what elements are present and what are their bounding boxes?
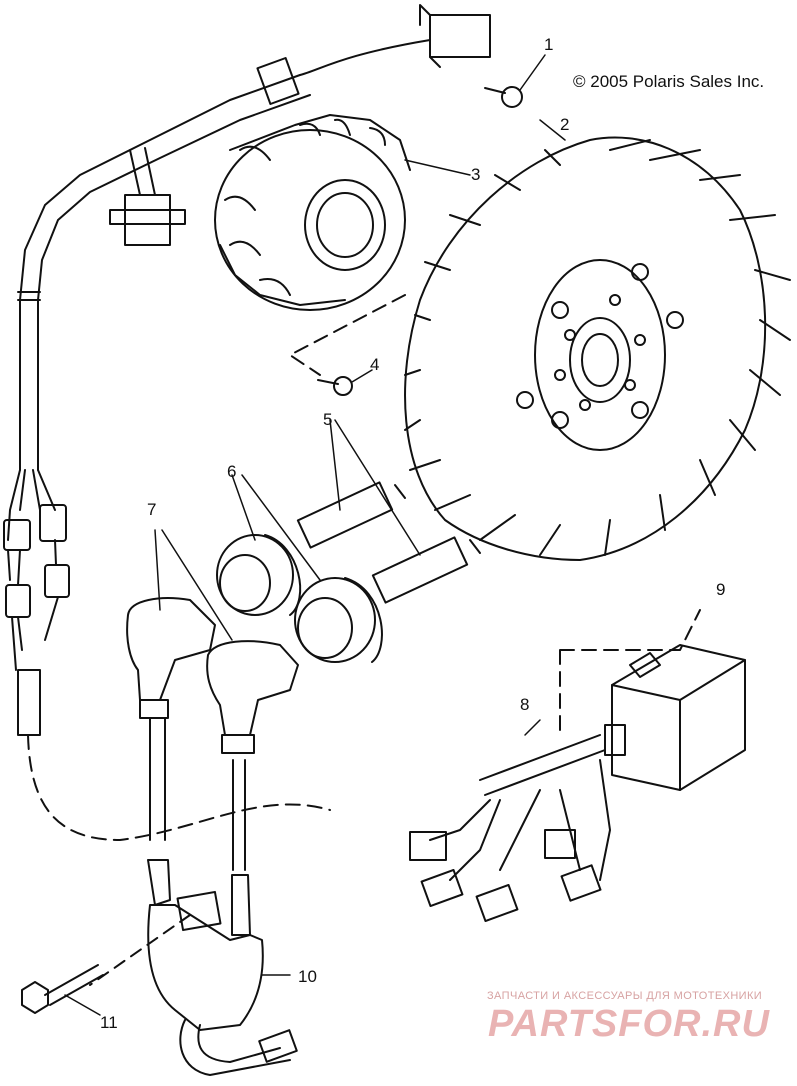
callout-1: 1: [544, 35, 554, 54]
callout-6: 6: [227, 462, 237, 481]
callout-7: 7: [147, 500, 157, 519]
part-7-plug-caps: [126, 529, 299, 871]
part-10-ignition-coil: [89, 859, 298, 1076]
callout-8: 8: [520, 695, 530, 714]
part-5-spark-plugs: [296, 419, 481, 604]
callout-5: 5: [323, 410, 333, 429]
watermark-logo: PARTSFOR.RU: [488, 1003, 770, 1045]
callout-10: 10: [298, 967, 317, 986]
part-9-regulator: [559, 609, 746, 791]
callout-3: 3: [471, 165, 481, 184]
part-2-flywheel: [404, 119, 791, 561]
callout-4: 4: [370, 355, 380, 374]
part-6-boot-seals: [216, 474, 383, 663]
stator-harness: [3, 57, 331, 841]
part-1-screw: [299, 4, 546, 108]
part-11-bolt: [21, 964, 104, 1016]
callout-9: 9: [716, 580, 726, 599]
part-4-screw: [317, 369, 373, 396]
callout-11: 11: [100, 1013, 118, 1032]
watermark-subtitle: ЗАПЧАСТИ И АКСЕССУАРЫ ДЛЯ МОТОТЕХНИКИ: [487, 990, 763, 1002]
copyright-notice: © 2005 Polaris Sales Inc.: [573, 72, 765, 91]
callout-2: 2: [560, 115, 570, 134]
part-8-wiring-harness: [409, 719, 626, 923]
part-3-stator: [214, 114, 471, 376]
